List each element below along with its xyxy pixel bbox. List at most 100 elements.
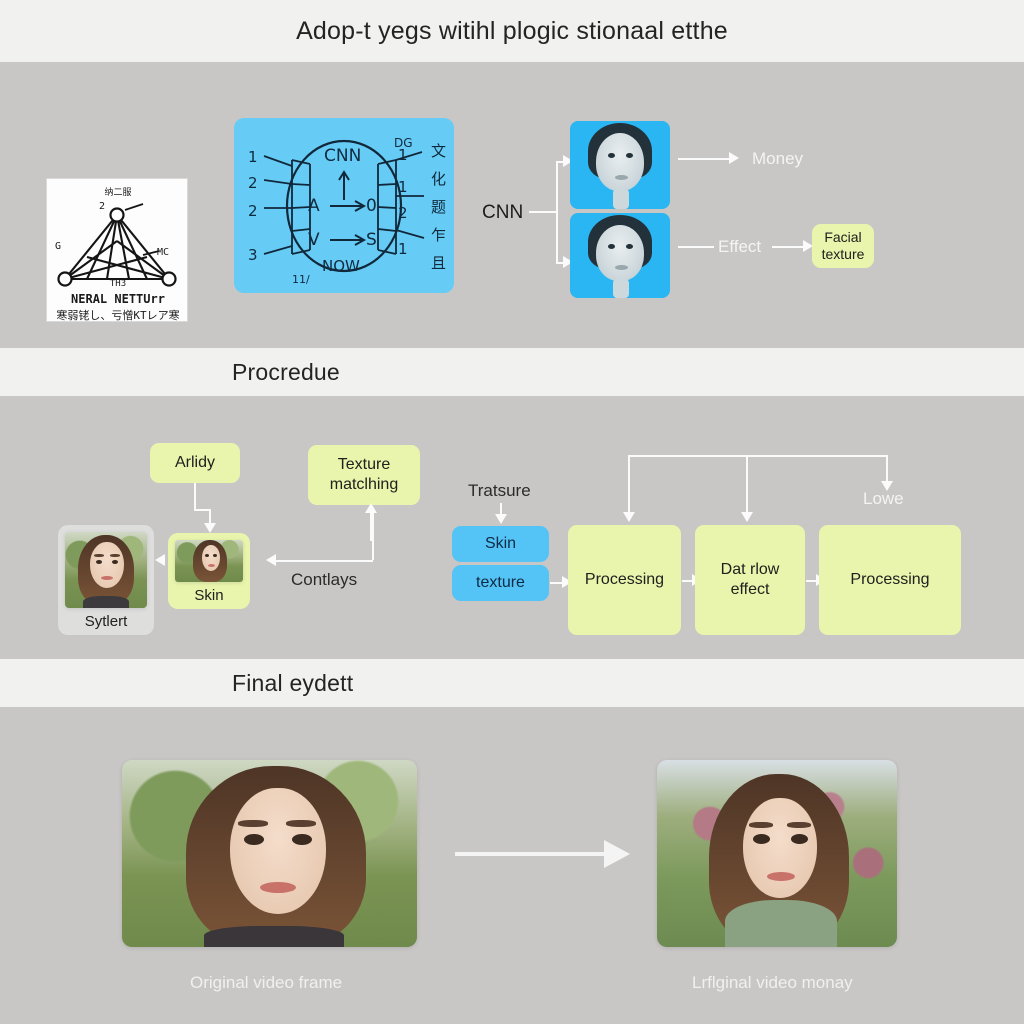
distribution-drop-3-arrowhead <box>881 481 893 491</box>
texture-matching-up-line <box>370 511 372 541</box>
distribution-drop-3 <box>886 455 888 483</box>
effect-label: Effect <box>718 237 762 256</box>
cnn-branch-bottom-arrowhead <box>563 256 573 268</box>
face-thumbnail-top <box>570 121 670 209</box>
sketch-caption-primary: NERAL NETTUrr <box>71 292 165 306</box>
arlidy-to-skin-line-h <box>194 509 210 511</box>
cnn-right-number-3: 2 <box>398 204 408 222</box>
processing1-to-datflow-line <box>682 580 694 582</box>
cnn-branch-spine <box>556 161 558 263</box>
sketch-left-label: G <box>55 241 62 252</box>
texture-to-processing-line <box>550 582 564 584</box>
box-dat-flow-effect[interactable]: Dat rlow effect <box>695 525 805 635</box>
lowe-label: Lowe <box>863 489 904 508</box>
sketch-bottom-label: TH3 <box>109 279 127 289</box>
contlays-riser <box>372 512 374 560</box>
face-thumbnail-bottom <box>570 213 670 298</box>
tratsure-label: Tratsure <box>468 481 531 500</box>
cnn-cjk-2: 化 <box>430 170 446 188</box>
cnn-row-v: V <box>308 230 320 250</box>
final-transform-arrow-line <box>455 852 607 856</box>
facial-texture-badge[interactable]: Facial texture <box>812 224 874 268</box>
card-style[interactable]: Sytlert <box>58 525 154 635</box>
texture-matching-up-arrowhead <box>365 503 377 513</box>
section-title-procedure: Procredue <box>232 358 340 385</box>
money-arrow-head <box>729 152 739 164</box>
final-transform-arrow-head <box>604 840 630 868</box>
cnn-right-number-4: 1 <box>398 240 408 258</box>
box-processing-2[interactable]: Processing <box>819 525 961 635</box>
final-photo-result[interactable] <box>657 760 897 947</box>
card-skin-caption: Skin <box>194 587 224 604</box>
cnn-cjk-1: 文 <box>430 142 446 160</box>
caption-original-video-frame: Original video frame <box>190 973 343 992</box>
cnn-oval-icon <box>263 139 425 273</box>
money-arrow-line <box>678 158 730 160</box>
skin-photo <box>175 540 243 582</box>
sketch-top-label: 纳二服 <box>104 188 132 198</box>
cnn-branch-stem <box>529 211 557 213</box>
effect-arrow-line <box>678 246 714 248</box>
box-texture-matching[interactable]: Texture matclhing <box>308 445 420 505</box>
cnn-right-number-1: 1 <box>398 146 408 164</box>
page-title-band: Adop-t yegs witihl plogic stionaal etthe <box>0 0 1024 62</box>
box-processing-1[interactable]: Processing <box>568 525 681 635</box>
contlays-arrow-line <box>271 560 345 562</box>
section-band-final: Final eydett <box>0 659 1024 707</box>
arlidy-to-skin-line-v <box>194 483 196 511</box>
contlays-connector <box>345 560 373 562</box>
box-texture-blue[interactable]: texture <box>452 565 549 601</box>
cnn-cjk-4: 乍 <box>430 226 446 244</box>
sketch-node-label: 2 <box>99 201 106 212</box>
cnn-row-v-target: S <box>366 230 377 250</box>
cnn-corner-label: DG <box>394 136 413 150</box>
cnn-branch-top <box>556 161 566 163</box>
page-title: Adop-t yegs witihl plogic stionaal etthe <box>296 16 728 45</box>
cnn-branch-bottom <box>556 262 566 264</box>
box-skin-blue[interactable]: Skin <box>452 526 549 562</box>
cnn-branch-top-arrowhead <box>563 155 573 167</box>
cnn-stage-label: CNN <box>482 202 524 223</box>
cnn-row-a-target: 0 <box>366 196 377 216</box>
neural-network-sketch-card: 纳二服 2 G MC TH3 NERAL NETTUrr 寒弱铑し、亏憎KTレア… <box>46 178 188 322</box>
section-title-final: Final eydett <box>232 669 354 696</box>
card-style-caption: Sytlert <box>84 613 128 630</box>
distribution-drop-2 <box>746 455 748 514</box>
facial-texture-arrow-head <box>803 240 813 252</box>
caption-result-video-frame: Lrflginal video monay <box>692 973 853 992</box>
cnn-left-number-1: 1 <box>248 148 258 166</box>
cnn-left-number-4: 3 <box>248 246 258 264</box>
arlidy-to-skin-line-drop <box>209 509 211 525</box>
texture-to-processing-arrowhead <box>562 576 572 588</box>
cnn-left-number-3: 2 <box>248 202 258 220</box>
cnn-diagram-box: CNN DG A 0 V S NOW 11/ 1 2 2 3 1 1 2 1 文… <box>234 118 454 293</box>
contlays-label: Contlays <box>291 570 358 589</box>
distribution-drop-1 <box>628 455 630 514</box>
sketch-caption-secondary: 寒弱铑し、亏憎KTレア寒 <box>56 309 180 322</box>
money-label: Money <box>752 149 804 168</box>
cnn-title: CNN <box>324 146 362 166</box>
skin-to-style-arrowhead <box>155 554 165 566</box>
section-band-procedure: Procredue <box>0 348 1024 396</box>
distribution-drop-2-arrowhead <box>741 512 753 522</box>
distribution-bus <box>628 455 887 457</box>
cnn-cjk-3: 题 <box>430 198 446 216</box>
datflow-to-processing2-line <box>806 580 818 582</box>
tratsure-arrow-head <box>495 514 507 524</box>
arlidy-to-skin-arrowhead <box>204 523 216 533</box>
style-photo <box>65 532 147 608</box>
card-skin[interactable]: Skin <box>168 533 250 609</box>
box-arlidy[interactable]: Arlidy <box>150 443 240 483</box>
tratsure-arrow-line <box>500 503 502 517</box>
neural-network-sketch-icon <box>57 203 177 287</box>
cnn-right-number-2: 1 <box>398 178 408 196</box>
facial-texture-arrow-line <box>772 246 804 248</box>
cnn-row-a: A <box>308 196 320 216</box>
sketch-right-label: MC <box>157 247 170 258</box>
final-photo-original[interactable] <box>122 760 417 947</box>
cnn-left-number-2: 2 <box>248 174 258 192</box>
cnn-cjk-5: 且 <box>430 254 446 272</box>
contlays-arrow-head <box>266 554 276 566</box>
cnn-bottom-label: NOW <box>322 257 360 275</box>
